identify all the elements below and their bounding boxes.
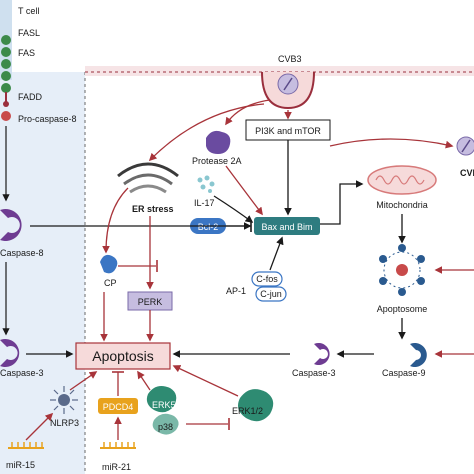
caspase-8-icon <box>0 208 22 241</box>
caspase-3-mid-label: Caspase-3 <box>292 368 336 378</box>
caspase-8-label: Caspase-8 <box>0 248 44 258</box>
pdcd4-box <box>98 398 138 414</box>
apoptosis-box <box>75 342 171 370</box>
cjun-box <box>255 286 287 302</box>
erk12-label: ERK1/2 <box>232 406 263 416</box>
mir15-label: miR-15 <box>6 460 35 470</box>
il17-label: IL-17 <box>194 198 215 208</box>
arrow-pi3k-to-cvb <box>329 138 454 149</box>
caspase-9-icon <box>410 343 427 368</box>
cfos-label: C-fos <box>256 274 278 284</box>
cvb3-virus-icon <box>261 71 315 110</box>
cp-icon <box>100 254 118 274</box>
caspase-3-left-icon <box>0 339 20 367</box>
arrow-cvb3-to-protease <box>225 99 271 126</box>
protease-2a-label: Protease 2A <box>192 156 242 166</box>
pi3k-mtor-label: PI3K and mTOR <box>255 126 321 136</box>
arrows <box>25 99 474 441</box>
cvb-right-virus-icon <box>456 136 474 156</box>
arrow-mir15-to-nlrp3 <box>25 412 54 441</box>
arrow-protease-to-bax <box>225 165 263 216</box>
mitochondria-label: Mitochondria <box>376 200 428 210</box>
bax-bim-label: Bax and Bim <box>261 222 312 232</box>
extracellular-region <box>0 72 85 474</box>
pro-caspase8-label: Pro-caspase-8 <box>18 114 77 124</box>
cvb3-top-label: CVB3 <box>278 54 302 64</box>
bax-bim-box <box>254 217 320 235</box>
mir21-icon <box>100 442 136 449</box>
cjun-label: C-jun <box>260 289 282 299</box>
arrow-erk12-to-apoptosis <box>172 365 239 397</box>
arrow-ap1-to-bax <box>269 236 284 271</box>
t-cell-label: T cell <box>18 6 39 16</box>
cvb-right-label: CVB <box>460 168 474 178</box>
nlrp3-icon <box>50 386 78 414</box>
arrow-cvb3-to-er <box>148 103 265 162</box>
arrow-er-to-cp <box>102 187 129 254</box>
apoptosome-icon <box>379 244 425 296</box>
ap1-label: AP-1 <box>226 286 246 296</box>
pdcd4-label: PDCD4 <box>103 402 134 412</box>
membrane-band <box>85 66 474 76</box>
arrow-nlrp3-to-apoptosis <box>69 371 98 391</box>
erk12-icon <box>238 389 274 422</box>
caspase-9-label: Caspase-9 <box>382 368 426 378</box>
perk-label: PERK <box>138 297 163 307</box>
mir21-label: miR-21 <box>102 462 131 472</box>
fas-label: FAS <box>18 48 35 58</box>
er-stress-label: ER stress <box>132 204 174 214</box>
t-cell-membrane <box>0 0 12 121</box>
mir15-icon <box>8 442 44 449</box>
erk5-icon <box>146 386 177 413</box>
mitochondria-icon <box>367 165 437 195</box>
p38-icon <box>152 413 179 435</box>
cp-label: CP <box>104 278 117 288</box>
il17-cytokine-icon <box>197 175 215 193</box>
fasl-label: FASL <box>18 28 40 38</box>
erk5-label: ERK5 <box>152 400 176 410</box>
cfos-box <box>251 271 283 287</box>
arrow-bax-to-mito <box>320 180 364 225</box>
apoptosome-label: Apoptosome <box>377 304 428 314</box>
caspase-3-mid-icon <box>314 343 330 365</box>
apoptosis-label: Apoptosis <box>92 348 153 364</box>
arrow-erk5-to-apoptosis <box>137 370 151 391</box>
nlrp3-label: NLRP3 <box>50 418 79 428</box>
arrow-il17-to-bax <box>213 195 254 223</box>
fadd-label: FADD <box>18 92 43 102</box>
p38-label: p38 <box>158 422 173 432</box>
er-stress-icon <box>117 162 179 194</box>
caspase-3-left-label: Caspase-3 <box>0 368 44 378</box>
protease-2a-icon <box>206 130 231 154</box>
bcl2-label: Bcl-2 <box>198 222 219 232</box>
